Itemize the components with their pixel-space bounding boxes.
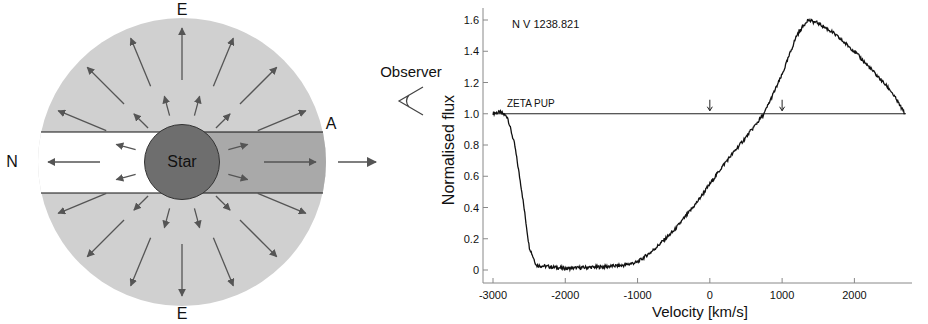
wind-arrow (194, 96, 199, 115)
wind-arrow (258, 111, 306, 131)
wind-arrow (131, 38, 151, 86)
wind-arrow (116, 144, 135, 149)
wind-arrow (194, 208, 199, 227)
x-tick (709, 278, 710, 283)
tick-label: 1.4 (464, 45, 479, 57)
wind-arrow (228, 174, 247, 179)
y-tick (483, 176, 488, 177)
wind-envelope (38, 18, 326, 306)
wind-arrow (228, 144, 247, 149)
wind-arrow (264, 161, 316, 162)
wind-arrow (58, 193, 106, 213)
chart-label: ZETA PUP (507, 97, 555, 108)
wind-arrow (87, 220, 124, 257)
tick-label: 2000 (842, 289, 866, 301)
region-label: N (6, 153, 18, 171)
continuum-line (493, 113, 906, 114)
wind-arrows (48, 28, 316, 296)
tick-label: -2000 (551, 289, 579, 301)
wind-arrow (240, 220, 277, 257)
wind-arrow (58, 111, 106, 131)
sightline-arrow (338, 161, 376, 163)
velocity-marker (780, 100, 785, 111)
chart-label: N V 1238.821 (512, 18, 579, 30)
region-label: E (177, 305, 188, 323)
wind-arrow (216, 114, 230, 128)
region-label: E (177, 1, 188, 19)
y-tick (483, 145, 488, 146)
tick-label: 1.6 (464, 14, 479, 26)
axis-ticks (483, 20, 854, 283)
wind-arrow (131, 238, 151, 286)
wind-arrow (48, 161, 100, 162)
tick-label: 1.0 (464, 108, 479, 120)
wind-arrow (164, 96, 169, 115)
profile-chart (483, 8, 912, 283)
line-profile (493, 19, 905, 270)
x-tick (565, 278, 566, 283)
wind-arrow (213, 238, 233, 286)
wind-arrow (134, 114, 148, 128)
tick-label: 0.8 (464, 139, 479, 151)
y-tick (483, 51, 488, 52)
chart-label: Velocity [km/s] (652, 304, 748, 321)
chart-label: Normalised flux (440, 95, 458, 205)
tick-label: 0 (707, 289, 713, 301)
x-tick (637, 278, 638, 283)
node-text: Star (167, 153, 196, 171)
x-tick (782, 278, 783, 283)
wind-arrow (134, 196, 148, 210)
velocity-marker (707, 100, 712, 111)
y-tick (483, 270, 488, 271)
wind-arrow (181, 28, 182, 80)
wind-arrow (164, 208, 169, 227)
tick-label: 1.2 (464, 76, 479, 88)
x-axis (483, 283, 912, 284)
tick-label: 0.2 (464, 233, 479, 245)
tick-label: -3000 (479, 289, 507, 301)
y-tick (483, 113, 488, 114)
region-label: Observer (380, 64, 442, 81)
tick-label: -1000 (623, 289, 651, 301)
wind-arrow (87, 67, 124, 104)
wind-arrow (240, 67, 277, 104)
wind-arrow (116, 174, 135, 179)
tick-label: 0 (473, 264, 479, 276)
y-tick (483, 82, 488, 83)
y-tick (483, 207, 488, 208)
tick-label: 0.6 (464, 170, 479, 182)
x-tick (493, 278, 494, 283)
wind-arrow (181, 244, 182, 296)
tick-label: 0.4 (464, 201, 479, 213)
wind-arrow (258, 193, 306, 213)
star-disc: Star (144, 124, 220, 200)
eye-symbol (399, 87, 423, 115)
x-tick (854, 278, 855, 283)
wind-arrow (213, 38, 233, 86)
y-tick (483, 238, 488, 239)
wind-arrow (216, 196, 230, 210)
tick-label: 1000 (770, 289, 794, 301)
y-tick (483, 20, 488, 21)
velocity-markers (707, 100, 784, 111)
region-label: A (326, 115, 337, 133)
